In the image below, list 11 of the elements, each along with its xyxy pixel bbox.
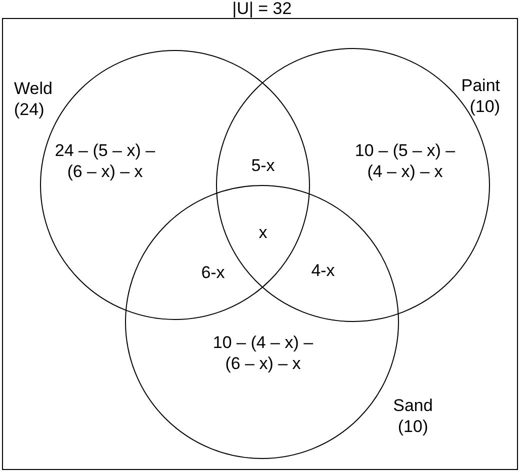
universe-size: |U| = 32: [231, 0, 293, 19]
region-count: x: [258, 222, 268, 243]
set-label: Paint (10): [460, 75, 500, 117]
set-label: Weld (24): [14, 78, 54, 120]
region-count: 24 – (5 – x) – (6 – x) – x: [54, 140, 156, 182]
region-count: 4-x: [310, 260, 336, 281]
region-count: 5-x: [250, 155, 276, 176]
region-count: 6-x: [200, 262, 226, 283]
region-count: 10 – (5 – x) – (4 – x) – x: [354, 140, 456, 182]
set-label: Sand (10): [392, 395, 434, 437]
region-count: 10 – (4 – x) – (6 – x) – x: [212, 332, 314, 374]
